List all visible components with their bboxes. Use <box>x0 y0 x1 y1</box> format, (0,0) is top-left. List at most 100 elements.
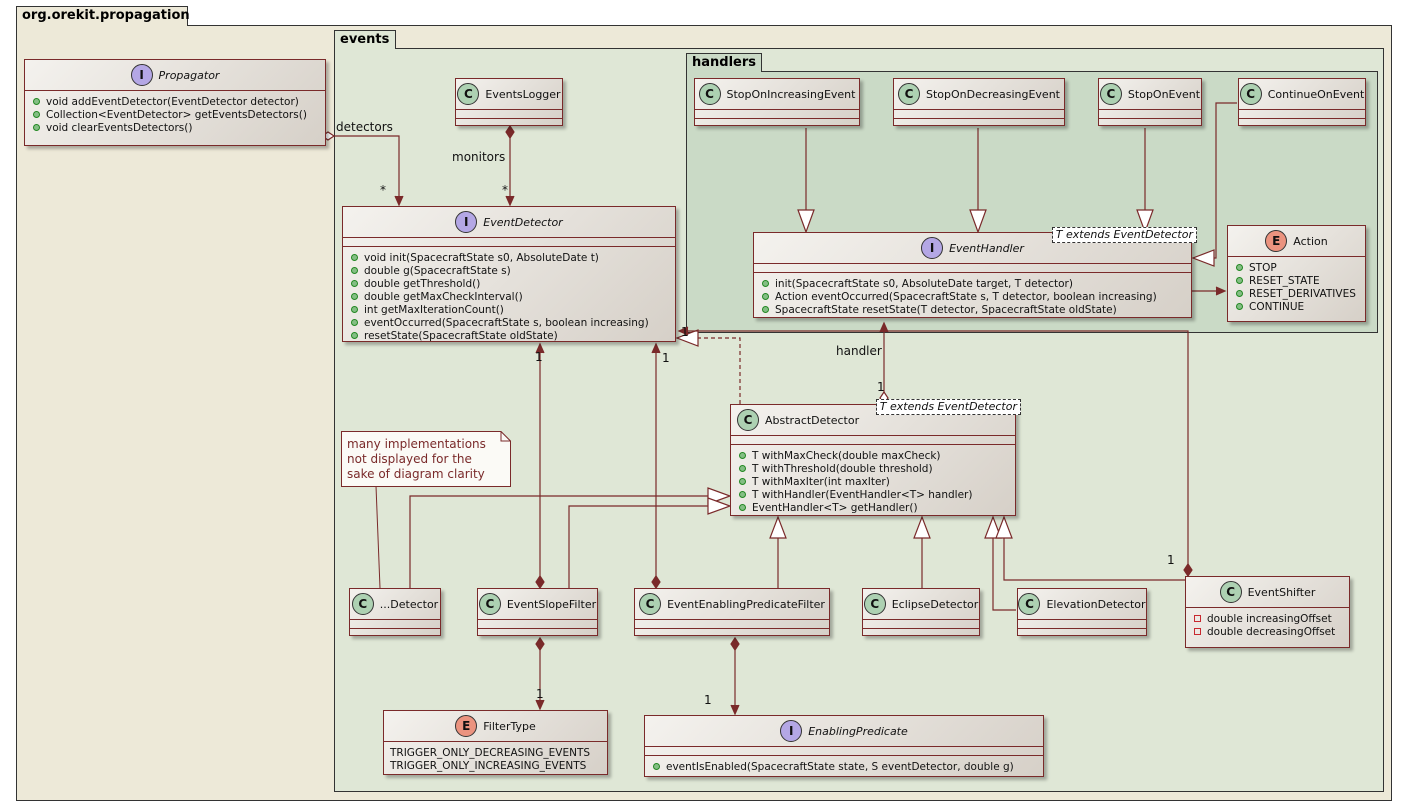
label-handler: handler <box>836 344 882 358</box>
public-visibility-icon <box>351 319 358 326</box>
package-tab-handlers: handlers <box>686 53 762 72</box>
label-multiplicity-one: 1 <box>536 687 544 701</box>
class-name: ContinueOnEvent <box>1267 87 1365 101</box>
class-name: EclipseDetector <box>891 597 979 611</box>
class-event-detector[interactable]: I EventDetector void init(SpacecraftStat… <box>342 206 676 342</box>
private-visibility-icon <box>1194 615 1201 622</box>
member: SpacecraftState resetState(T detector, S… <box>775 303 1117 316</box>
class-name: FilterType <box>483 719 536 733</box>
public-visibility-icon <box>1236 303 1243 310</box>
class-spot-icon: C <box>478 593 501 615</box>
label-monitors: monitors <box>452 150 506 164</box>
public-visibility-icon <box>739 478 746 485</box>
class-stop-on-increasing-event[interactable]: C StopOnIncreasingEvent <box>694 78 860 126</box>
class-event-enabling-predicate-filter[interactable]: C EventEnablingPredicateFilter <box>634 588 830 636</box>
diagram-note: many implementations not displayed for t… <box>341 431 511 487</box>
public-visibility-icon <box>351 254 358 261</box>
type-parameter: T extends EventDetector <box>1051 227 1197 243</box>
note-connector <box>375 485 381 589</box>
member: double getMaxCheckInterval() <box>364 290 523 303</box>
class-spot-icon: C <box>698 83 721 105</box>
member: T withThreshold(double threshold) <box>752 462 933 475</box>
class-name: StopOnDecreasingEvent <box>926 87 1060 101</box>
member: int getMaxIterationCount() <box>364 303 504 316</box>
member: TRIGGER_ONLY_DECREASING_EVENTS <box>390 746 591 759</box>
member: void clearEventsDetectors() <box>46 121 193 134</box>
class-eclipse-detector[interactable]: C EclipseDetector <box>862 588 980 636</box>
member: EventHandler<T> getHandler() <box>752 501 918 514</box>
member: init(SpacecraftState s0, AbsoluteDate ta… <box>775 277 1073 290</box>
member: eventOccurred(SpacecraftState s, boolean… <box>364 316 649 329</box>
member: CONTINUE <box>1249 300 1305 313</box>
class-dots-detector[interactable]: C ...Detector <box>349 588 441 636</box>
class-name: EventEnablingPredicateFilter <box>667 597 825 611</box>
edge-abstract-realizes-detector <box>698 337 741 404</box>
member: TRIGGER_ONLY_INCREASING_EVENTS <box>390 759 587 772</box>
class-name: EventSlopeFilter <box>506 597 597 611</box>
interface-spot-icon: I <box>130 64 153 86</box>
class-stop-on-event[interactable]: C StopOnEvent <box>1098 78 1202 126</box>
member: RESET_STATE <box>1249 274 1320 287</box>
member: T withMaxIter(int maxIter) <box>752 475 890 488</box>
class-elevation-detector[interactable]: C ElevationDetector <box>1017 588 1147 636</box>
public-visibility-icon <box>1236 277 1243 284</box>
class-name: EventShifter <box>1247 585 1316 599</box>
class-event-slope-filter[interactable]: C EventSlopeFilter <box>477 588 598 636</box>
enum-filter-type[interactable]: E FilterType TRIGGER_ONLY_DECREASING_EVE… <box>383 710 608 775</box>
member: Action eventOccurred(SpacecraftState s, … <box>775 290 1157 303</box>
member: STOP <box>1249 261 1277 274</box>
public-visibility-icon <box>351 306 358 313</box>
class-spot-icon: C <box>351 593 374 615</box>
class-name: EventHandler <box>949 241 1024 255</box>
class-event-shifter[interactable]: C EventShifter double increasingOffset d… <box>1185 576 1350 648</box>
public-visibility-icon <box>739 452 746 459</box>
public-visibility-icon <box>351 280 358 287</box>
class-events-logger[interactable]: C EventsLogger <box>455 78 563 126</box>
label-multiplicity-one: 1 <box>681 325 689 339</box>
member: eventIsEnabled(SpacecraftState state, S … <box>666 760 1014 773</box>
class-name: EnablingPredicate <box>808 724 908 738</box>
member: T withHandler(EventHandler<T> handler) <box>752 488 973 501</box>
class-abstract-detector[interactable]: T extends EventDetector C AbstractDetect… <box>730 399 1021 516</box>
member: double getThreshold() <box>364 277 481 290</box>
public-visibility-icon <box>33 124 40 131</box>
edge-shifter-detector <box>680 330 1189 566</box>
class-enabling-predicate[interactable]: I EnablingPredicate eventIsEnabled(Space… <box>644 715 1044 777</box>
class-spot-icon: C <box>639 593 662 615</box>
member: double increasingOffset <box>1207 612 1332 625</box>
label-detectors: detectors <box>336 120 393 134</box>
class-event-handler[interactable]: T extends EventDetector I EventHandler i… <box>753 227 1197 318</box>
member: double decreasingOffset <box>1207 625 1336 638</box>
label-multiplicity-one: 1 <box>662 351 670 365</box>
enum-action[interactable]: E Action STOP RESET_STATE RESET_DERIVATI… <box>1227 225 1366 322</box>
class-continue-on-event[interactable]: C ContinueOnEvent <box>1238 78 1366 126</box>
class-name: AbstractDetector <box>765 413 860 427</box>
member: T withMaxCheck(double maxCheck) <box>752 449 941 462</box>
class-propagator[interactable]: I Propagator void addEventDetector(Event… <box>24 59 326 146</box>
public-visibility-icon <box>1236 264 1243 271</box>
member: void addEventDetector(EventDetector dete… <box>46 95 299 108</box>
edge-propagator-detectors <box>328 135 400 204</box>
class-spot-icon: C <box>457 83 480 105</box>
class-spot-icon: C <box>737 409 759 431</box>
package-tab-root: org.orekit.propagation <box>16 6 190 26</box>
public-visibility-icon <box>739 504 746 511</box>
public-visibility-icon <box>33 98 40 105</box>
edge-shifter-abstract <box>1003 538 1185 581</box>
class-name: Action <box>1293 234 1328 248</box>
label-multiplicity-one: 1 <box>1167 553 1175 567</box>
label-multiplicity-one: 1 <box>704 693 712 707</box>
class-spot-icon: C <box>1239 83 1262 105</box>
interface-spot-icon: I <box>921 237 944 259</box>
class-name: StopOnEvent <box>1127 87 1201 101</box>
class-stop-on-decreasing-event[interactable]: C StopOnDecreasingEvent <box>893 78 1065 126</box>
class-name: Propagator <box>158 68 220 82</box>
enum-spot-icon: E <box>1265 230 1288 252</box>
label-multiplicity-star: * <box>380 183 386 197</box>
note-line-3: sake of diagram clarity <box>347 467 485 481</box>
public-visibility-icon <box>762 280 769 287</box>
member: Collection<EventDetector> getEventsDetec… <box>46 108 307 121</box>
class-spot-icon: C <box>1099 83 1122 105</box>
edge-slope-abstract <box>568 505 708 588</box>
composition-diamond-logger <box>505 124 515 140</box>
